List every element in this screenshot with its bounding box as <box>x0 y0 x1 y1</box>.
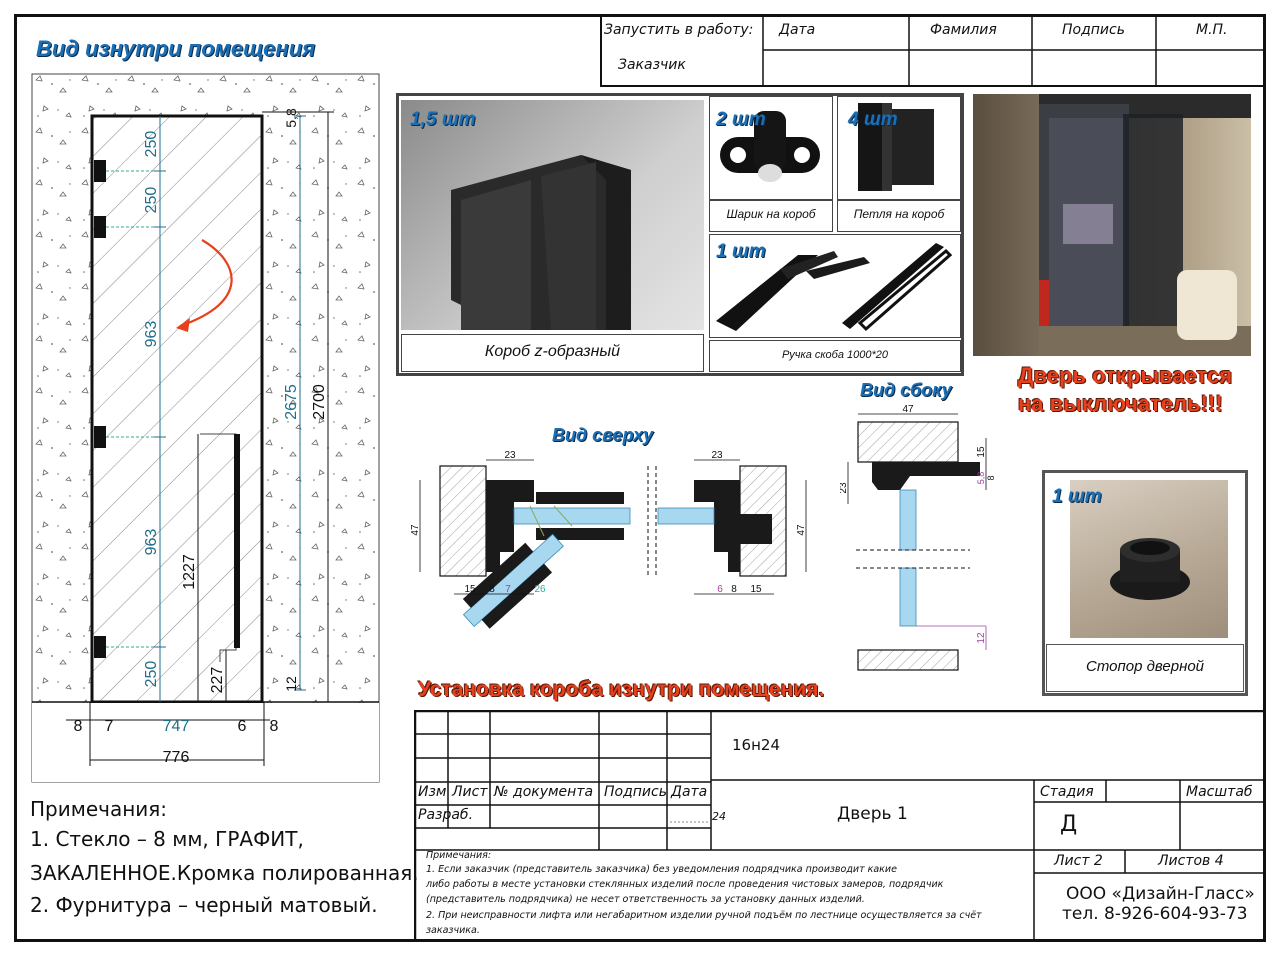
title-notes-line-3: (представитель подрядчика) не несет отве… <box>426 894 865 905</box>
stopper-qty: 1 шт <box>1052 486 1102 507</box>
dim-7: 7 <box>105 718 114 735</box>
start-work-label: Запустить в работу: <box>604 22 754 38</box>
dim-776: 776 <box>163 749 190 766</box>
dim-250a: 250 <box>143 131 160 158</box>
dim-8-left: 8 <box>74 718 83 735</box>
ball-catch-photo <box>709 96 833 200</box>
dim-227: 227 <box>209 667 226 694</box>
top-dim-15-right: 15 <box>750 584 762 595</box>
handle-photo <box>709 234 961 338</box>
box-profile-photo <box>401 100 704 330</box>
front-elevation: 250 250 963 963 250 2675 2700 1227 227 1… <box>31 73 380 783</box>
dim-2675: 2675 <box>283 384 300 420</box>
top-dim-6: 6 <box>717 584 723 595</box>
dim-250c: 250 <box>143 661 160 688</box>
col-izm: Изм <box>418 784 447 800</box>
handle-qty: 1 шт <box>716 241 766 262</box>
box-caption: Короб z-образный <box>484 343 621 360</box>
handle-caption: Ручка скоба 1000*20 <box>781 349 889 361</box>
company-phone: тел. 8-926-604-93-73 <box>1062 904 1248 924</box>
side-dim-8: 8 <box>986 475 996 480</box>
door-opens-line-1: Дверь открывается <box>1018 363 1233 388</box>
dim-963b: 963 <box>143 529 160 556</box>
sheet-number: Лист 2 <box>1054 853 1103 869</box>
company-name: ООО «Дизайн-Гласс» <box>1066 884 1255 904</box>
hinge-caption: Петля на короб <box>853 207 945 221</box>
dim-8-right: 8 <box>270 718 279 735</box>
notes-line-1: 1. Стекло – 8 мм, ГРАФИТ, <box>30 827 304 851</box>
stage-label: Стадия <box>1040 784 1094 800</box>
dim-6: 6 <box>238 718 247 735</box>
hinge-qty: 4 шт <box>848 109 898 130</box>
dim-250b: 250 <box>143 187 160 214</box>
top-dim-8-right: 8 <box>731 584 737 595</box>
dim-963a: 963 <box>143 321 160 348</box>
scale-label: Масштаб <box>1186 784 1253 800</box>
side-view-title: Вид сбоку <box>860 380 952 400</box>
surname-header: Фамилия <box>930 22 997 38</box>
dim-58: 5,8 <box>283 108 299 128</box>
side-dim-47: 47 <box>902 404 914 415</box>
side-view-drawing: 47 15 23 5,8 8 12 <box>840 404 996 671</box>
top-dim-47-right: 47 <box>796 524 807 536</box>
ball-caption: Шарик на короб <box>726 207 816 221</box>
top-dim-23-right: 23 <box>711 450 723 461</box>
title-notes-heading: Примечания: <box>426 850 492 861</box>
stopper-caption: Стопор дверной <box>1085 658 1205 675</box>
date-header: Дата <box>779 22 816 38</box>
row-razrab: Разраб. <box>418 807 474 823</box>
side-dim-58: 5,8 <box>976 472 986 485</box>
top-dim-15-left: 15 <box>464 584 476 595</box>
inside-view-title: Вид изнутри помещения <box>36 36 316 61</box>
top-view-drawing: 23 23 47 47 15 8 7 26 6 8 15 <box>410 450 807 629</box>
top-dim-47-left: 47 <box>410 524 421 536</box>
signature-header: Подпись <box>1062 22 1125 38</box>
side-dim-23: 23 <box>840 482 849 494</box>
ball-qty: 2 шт <box>716 109 766 130</box>
col-doc-no: № документа <box>494 784 594 800</box>
col-list: Лист <box>452 784 488 800</box>
title-notes-line-4: 2. При неисправности лифта или негабарит… <box>426 910 982 921</box>
customer-label: Заказчик <box>618 57 686 73</box>
title-notes-line-1: 1. Если заказчик (представитель заказчик… <box>426 864 897 875</box>
top-dim-23-left: 23 <box>504 450 516 461</box>
seal-header: М.П. <box>1196 22 1228 38</box>
top-dim-26: 26 <box>534 584 546 595</box>
top-view-title: Вид сверху <box>552 425 654 445</box>
side-dim-15: 15 <box>976 446 987 458</box>
top-dim-8-left: 8 <box>489 584 495 595</box>
drawing-code: 16н24 <box>732 736 780 754</box>
interior-photo <box>973 94 1251 356</box>
top-dim-7: 7 <box>505 584 511 595</box>
dim-747: 747 <box>163 718 190 735</box>
install-title: Установка короба изнутри помещения. <box>418 678 825 701</box>
side-dim-12: 12 <box>976 632 987 644</box>
col-sign: Подпись <box>604 784 667 800</box>
dim-12: 12 <box>283 676 299 692</box>
dim-1227: 1227 <box>181 554 198 590</box>
notes-line-3: 2. Фурнитура – черный матовый. <box>30 893 378 917</box>
col-date: Дата <box>671 784 708 800</box>
approval-stamp <box>600 14 1266 87</box>
door-opens-line-2: на выключатель!!! <box>1018 391 1223 416</box>
hinge-photo <box>837 96 961 200</box>
dim-2700: 2700 <box>311 384 328 420</box>
title-notes-line-2: либо работы в месте установки стеклянных… <box>426 879 944 890</box>
title-block <box>414 710 1266 942</box>
notes-line-2: ЗАКАЛЕННОЕ.Кромка полированная. <box>30 861 419 885</box>
sheets-total: Листов 4 <box>1158 853 1224 869</box>
title-notes-line-5: заказчика. <box>426 925 480 936</box>
box-qty: 1,5 шт <box>410 109 476 130</box>
razrab-date: 24 <box>712 810 726 823</box>
document-name: Дверь 1 <box>837 804 908 824</box>
notes-title: Примечания: <box>30 797 168 821</box>
stopper-photo <box>1070 480 1228 638</box>
stage-value: Д <box>1060 812 1078 837</box>
